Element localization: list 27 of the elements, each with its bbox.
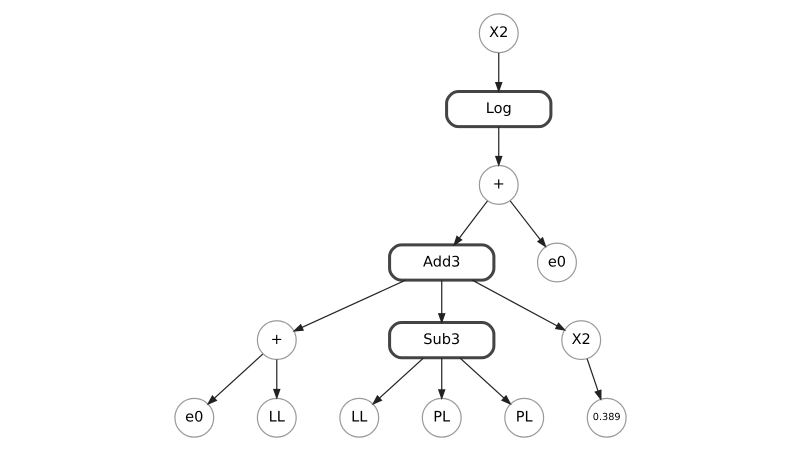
arrow xyxy=(459,357,512,405)
node-box: Log xyxy=(444,89,552,128)
arrow xyxy=(206,353,263,405)
arrow xyxy=(509,200,546,248)
node-circle: LL xyxy=(256,397,296,438)
node-circle: X2 xyxy=(478,12,518,53)
node-circle: + xyxy=(256,320,296,360)
arrow xyxy=(371,357,424,405)
arrow xyxy=(452,200,488,246)
arrow xyxy=(494,126,502,166)
arrow xyxy=(472,279,566,330)
node-circle: 0.389 xyxy=(586,397,626,438)
node-circle: e0 xyxy=(174,397,214,438)
node-circle: LL xyxy=(338,397,379,438)
node-circle: PL xyxy=(504,397,544,438)
arrow xyxy=(437,358,446,400)
node-circle: PL xyxy=(421,397,462,438)
arrow xyxy=(586,358,602,400)
arrow xyxy=(272,359,280,400)
node-circle: + xyxy=(478,164,518,204)
node-box: Add3 xyxy=(388,242,495,282)
node-circle: e0 xyxy=(536,242,576,282)
arrow xyxy=(437,280,446,324)
arrow xyxy=(494,52,502,92)
node-box: Sub3 xyxy=(388,320,495,359)
arrow xyxy=(292,279,406,332)
node-circle: X2 xyxy=(560,320,601,360)
